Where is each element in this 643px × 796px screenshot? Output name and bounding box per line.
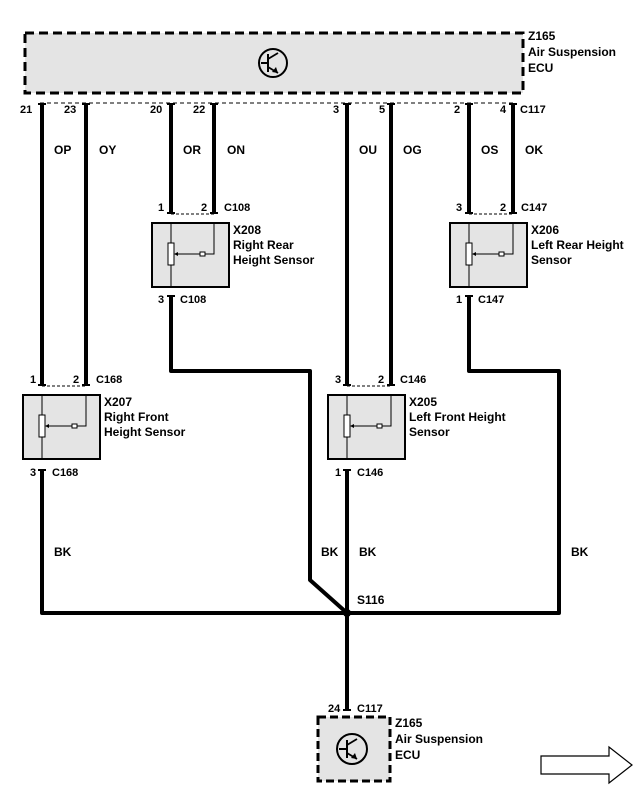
- top-pin-21: 21: [20, 104, 32, 116]
- label-on: ON: [227, 143, 245, 157]
- label-oy: OY: [99, 143, 116, 157]
- top-pin-3: 3: [333, 104, 339, 116]
- bottom-pin-24: 24: [328, 703, 341, 715]
- x208-pin-2: 2: [201, 202, 207, 214]
- top-ecu: Z165 Air Suspension ECU 21 23 20 22 3 5 …: [20, 29, 616, 116]
- x205-bottom-connector: C146: [357, 467, 383, 479]
- x207-name-2: Height Sensor: [104, 425, 186, 439]
- top-ecu-name-2: ECU: [528, 61, 553, 75]
- bottom-ecu: 24 C117 Z165 Air Suspension ECU: [316, 703, 483, 783]
- label-bk-x206: BK: [571, 545, 589, 559]
- label-op: OP: [54, 143, 71, 157]
- x205-top-connector: C146: [400, 374, 426, 386]
- transistor-icon: [258, 48, 288, 78]
- label-bk-x205: BK: [359, 545, 377, 559]
- x206-name-2: Sensor: [531, 253, 572, 267]
- x208-bottom-connector: C108: [180, 294, 206, 306]
- wire-x207-ground: [40, 471, 347, 615]
- sensor-x207: 1 2 C168 X207 Right Front Height Sensor …: [22, 374, 186, 479]
- x206-top-connector: C147: [521, 202, 547, 214]
- transistor-icon: [336, 733, 368, 765]
- wire-labels: OP OY OR ON OU OG OS OK BK BK BK BK: [54, 143, 589, 559]
- x208-box: [151, 222, 230, 288]
- x208-id: X208: [233, 223, 261, 237]
- sensor-x205: 3 2 C146 X205 Left Front Height Sensor 1…: [327, 374, 506, 479]
- top-ecu-id: Z165: [528, 29, 556, 43]
- x206-name: Left Rear Height: [531, 238, 624, 252]
- x208-name: Right Rear: [233, 238, 294, 252]
- x207-pin-2: 2: [73, 374, 79, 386]
- label-bk-x208: BK: [321, 545, 339, 559]
- top-ecu-box: [23, 31, 525, 95]
- top-pin-4: 4: [500, 104, 507, 116]
- x205-pin-2: 2: [378, 374, 384, 386]
- x205-box: [327, 394, 406, 460]
- label-os: OS: [481, 143, 498, 157]
- splice-s116: S116: [343, 593, 385, 617]
- next-page-arrow-icon[interactable]: [540, 745, 633, 785]
- x205-name: Left Front Height: [409, 410, 506, 424]
- x208-pin-1: 1: [158, 202, 164, 214]
- bottom-connector-id: C117: [357, 703, 383, 715]
- x205-pin-3: 3: [335, 374, 341, 386]
- bottom-ecu-name-2: ECU: [395, 748, 420, 762]
- wires: [40, 103, 561, 710]
- label-og: OG: [403, 143, 422, 157]
- top-pin-20: 20: [150, 104, 162, 116]
- bottom-ecu-id: Z165: [395, 716, 423, 730]
- x207-top-connector: C168: [96, 374, 122, 386]
- bottom-ecu-name: Air Suspension: [395, 732, 483, 746]
- bottom-ecu-box: [316, 715, 392, 783]
- x207-box: [22, 394, 101, 460]
- x208-pin-3: 3: [158, 294, 164, 306]
- top-pin-22: 22: [193, 104, 205, 116]
- top-connector-id: C117: [520, 104, 546, 116]
- label-bk-x207: BK: [54, 545, 72, 559]
- top-ecu-name: Air Suspension: [528, 45, 616, 59]
- splice-dot: [343, 609, 351, 617]
- sensor-x206: 3 2 C147 X206 Left Rear Height Sensor 1 …: [449, 202, 624, 306]
- splice-id: S116: [357, 593, 385, 607]
- sensor-x208: 1 2 C108 X208 Right Rear Height Sensor 3…: [151, 202, 315, 306]
- x206-bottom-connector: C147: [478, 294, 504, 306]
- x208-name-2: Height Sensor: [233, 253, 315, 267]
- x206-pin-1: 1: [456, 294, 462, 306]
- x206-box: [449, 222, 528, 288]
- top-pin-23: 23: [64, 104, 76, 116]
- x207-pin-1: 1: [30, 374, 36, 386]
- wire-x208-ground: [169, 297, 349, 615]
- x207-name: Right Front: [104, 410, 169, 424]
- x206-id: X206: [531, 223, 559, 237]
- x205-pin-1: 1: [335, 467, 341, 479]
- x207-pin-3: 3: [30, 467, 36, 479]
- top-pin-5: 5: [379, 104, 385, 116]
- top-pin-2: 2: [454, 104, 460, 116]
- label-ou: OU: [359, 143, 377, 157]
- x208-top-connector: C108: [224, 202, 250, 214]
- x205-id: X205: [409, 395, 437, 409]
- x206-pin-2: 2: [500, 202, 506, 214]
- x205-name-2: Sensor: [409, 425, 450, 439]
- x207-id: X207: [104, 395, 132, 409]
- x207-bottom-connector: C168: [52, 467, 78, 479]
- label-or: OR: [183, 143, 201, 157]
- wire-x206-ground: [347, 297, 561, 615]
- x206-pin-3: 3: [456, 202, 462, 214]
- label-ok: OK: [525, 143, 543, 157]
